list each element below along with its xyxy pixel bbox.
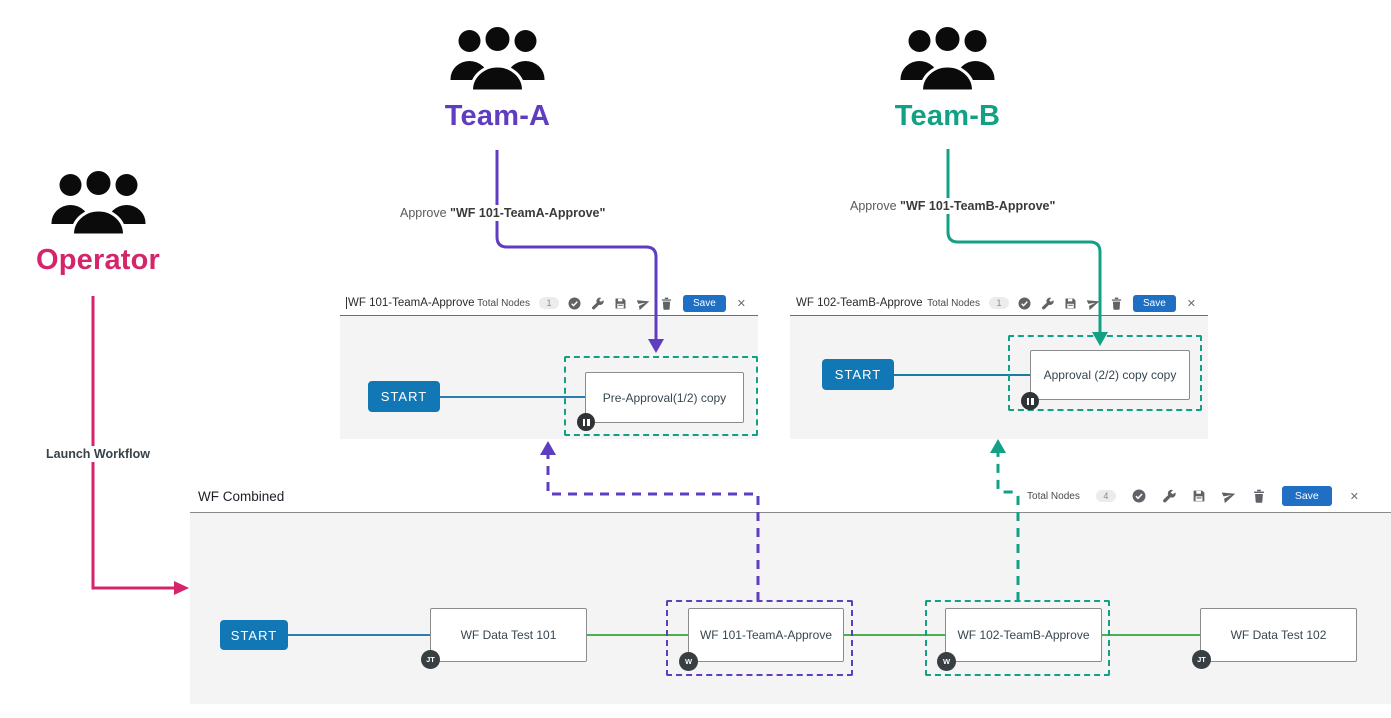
approve-a-target: "WF 101-TeamA-Approve": [450, 206, 606, 220]
launch-workflow-caption: Launch Workflow: [42, 446, 154, 462]
selected-node-outline-green: [925, 600, 1110, 676]
total-nodes-label: Total Nodes: [927, 297, 980, 309]
text-cursor: [346, 297, 347, 309]
operator-actor: Operator: [12, 168, 184, 277]
combined-to-wf101-arrowhead: [540, 441, 556, 455]
approve-b-target: "WF 101-TeamB-Approve": [900, 199, 1056, 213]
selected-node-outline: [564, 356, 758, 436]
pause-icon: [577, 413, 595, 431]
panel-wf-combined: WF Combined Total Nodes 4 Save ✕ START W…: [190, 480, 1391, 704]
node-type-badge: W: [937, 652, 956, 671]
team-a-label: Team-A: [444, 100, 551, 132]
panel-wf102-canvas: START Approval (2/2) copy copy: [790, 316, 1208, 439]
start-button[interactable]: START: [822, 359, 894, 390]
launch-workflow-arrowhead: [174, 581, 189, 595]
panel-combined-title-text: WF Combined: [198, 488, 285, 504]
total-nodes-badge: 4: [1095, 490, 1116, 502]
node-wf101-teama-approve[interactable]: WF 101-TeamA-Approve: [688, 608, 844, 662]
trash-icon[interactable]: [1110, 296, 1124, 310]
selected-node-outline-purple: [666, 600, 853, 676]
edge-start-to-node1: [288, 634, 430, 636]
panel-wf101-header: WF 101-TeamA-Approve Total Nodes 1 Save …: [340, 291, 758, 316]
paper-plane-icon[interactable]: [637, 296, 651, 310]
total-nodes-badge: 1: [538, 297, 559, 309]
save-button[interactable]: Save: [1281, 486, 1332, 506]
approve-caption-team-a: Approve "WF 101-TeamA-Approve": [396, 205, 610, 221]
panel-wf101-title-text: WF 101-TeamA-Approve: [348, 297, 475, 309]
node-approval[interactable]: Approval (2/2) copy copy: [1030, 350, 1190, 400]
node-wf-data-test-102[interactable]: WF Data Test 102: [1200, 608, 1357, 662]
node-pre-approval[interactable]: Pre-Approval(1/2) copy: [585, 372, 744, 423]
node-type-badge: JT: [1192, 650, 1211, 669]
panel-combined-toolbar: Total Nodes 4 Save ✕: [1027, 486, 1361, 506]
close-icon[interactable]: ✕: [1349, 490, 1359, 503]
approve-b-prefix: Approve: [850, 199, 901, 213]
start-button[interactable]: START: [368, 381, 440, 412]
team-a-actor: Team-A: [420, 24, 575, 133]
approve-a-prefix: Approve: [400, 206, 451, 220]
panel-combined-header: WF Combined Total Nodes 4 Save ✕: [190, 480, 1391, 513]
close-icon[interactable]: ✕: [1186, 297, 1196, 310]
trash-icon[interactable]: [660, 296, 674, 310]
panel-wf102-title-text: WF 102-TeamB-Approve: [796, 297, 923, 309]
check-circle-icon[interactable]: [1018, 296, 1032, 310]
save-button[interactable]: Save: [682, 294, 726, 312]
panel-wf102-header: WF 102-TeamB-Approve Total Nodes 1 Save …: [790, 291, 1208, 316]
users-group-icon: [450, 24, 545, 92]
check-circle-icon[interactable]: [1132, 489, 1146, 503]
panel-wf101-toolbar: Total Nodes 1 Save ✕: [477, 294, 748, 312]
node-type-badge: W: [679, 652, 698, 671]
floppy-disk-icon[interactable]: [1192, 489, 1206, 503]
total-nodes-label: Total Nodes: [1027, 490, 1080, 502]
approve-caption-team-b: Approve "WF 101-TeamB-Approve": [846, 198, 1060, 214]
team-b-actor: Team-B: [870, 24, 1025, 133]
team-b-label: Team-B: [894, 100, 1001, 132]
edge-node3-to-node4: [1100, 634, 1200, 636]
paper-plane-icon[interactable]: [1221, 489, 1236, 503]
edge-node1-to-node2: [585, 634, 688, 636]
node-wf-data-test-101[interactable]: WF Data Test 101: [430, 608, 587, 662]
node-wf102-teamb-approve[interactable]: WF 102-TeamB-Approve: [945, 608, 1102, 662]
panel-wf101: WF 101-TeamA-Approve Total Nodes 1 Save …: [340, 291, 758, 439]
wrench-icon[interactable]: [1041, 296, 1055, 310]
edge-node2-to-node3: [842, 634, 945, 636]
start-button[interactable]: START: [220, 620, 288, 650]
trash-icon[interactable]: [1252, 489, 1266, 503]
node-type-badge: JT: [421, 650, 440, 669]
panel-combined-canvas: START WF Data Test 101 JT WF 101-TeamA-A…: [190, 513, 1391, 704]
wrench-icon[interactable]: [1162, 489, 1176, 503]
floppy-disk-icon[interactable]: [1064, 296, 1078, 310]
combined-to-wf102-arrowhead: [990, 439, 1006, 453]
workflow-title-input[interactable]: WF Combined: [198, 489, 284, 504]
close-icon[interactable]: ✕: [736, 297, 746, 310]
users-group-icon: [51, 168, 145, 236]
workflow-title-input[interactable]: WF 102-TeamB-Approve: [796, 297, 923, 309]
total-nodes-label: Total Nodes: [477, 297, 530, 309]
workflow-title-input[interactable]: WF 101-TeamA-Approve: [346, 297, 475, 309]
pause-icon: [1021, 392, 1039, 410]
users-group-icon: [900, 24, 995, 92]
check-circle-icon[interactable]: [568, 296, 582, 310]
total-nodes-badge: 1: [988, 297, 1009, 309]
wrench-icon[interactable]: [591, 296, 605, 310]
launch-workflow-arrow: [91, 296, 176, 590]
panel-wf101-canvas: START Pre-Approval(1/2) copy: [340, 316, 758, 439]
edge-start-to-node: [894, 374, 1031, 376]
edge-start-to-node: [440, 396, 586, 398]
floppy-disk-icon[interactable]: [614, 296, 628, 310]
panel-wf102-toolbar: Total Nodes 1 Save ✕: [927, 294, 1198, 312]
panel-wf102: WF 102-TeamB-Approve Total Nodes 1 Save …: [790, 291, 1208, 439]
operator-label: Operator: [35, 244, 161, 276]
save-button[interactable]: Save: [1132, 294, 1176, 312]
paper-plane-icon[interactable]: [1087, 296, 1101, 310]
